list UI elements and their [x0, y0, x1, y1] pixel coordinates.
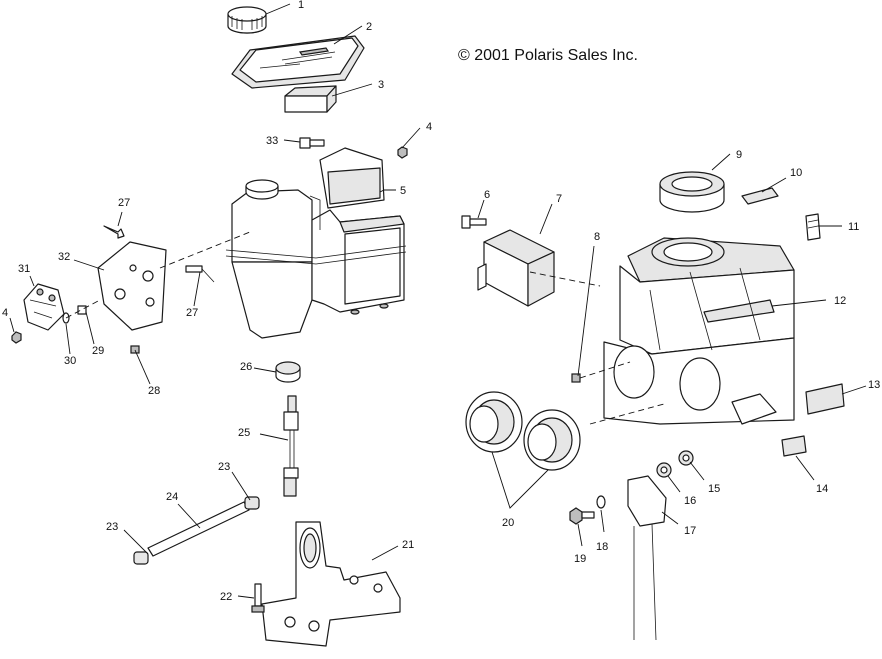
callout-5: 5: [400, 185, 406, 197]
callout-10: 10: [790, 167, 802, 179]
callout-11: 11: [848, 221, 859, 233]
callout-16: 16: [684, 495, 696, 507]
part-7-control-module: [477, 229, 555, 307]
callout-9: 9: [736, 149, 742, 161]
callout-27-upper: 27: [118, 197, 130, 209]
leader-lines: [9, 3, 867, 599]
callout-8: 8: [594, 231, 600, 243]
callout-27-lower: 27: [186, 307, 198, 319]
part-33-bolt: [299, 137, 325, 149]
part-2-cover: [231, 35, 365, 89]
callout-19: 19: [574, 553, 586, 565]
part-27-pin-upper: [103, 225, 125, 239]
callout-23-lower: 23: [106, 521, 118, 533]
callout-13: 13: [868, 379, 880, 391]
part-6-bolt: [461, 215, 487, 229]
part-14-label: [781, 435, 807, 457]
callout-26: 26: [240, 361, 252, 373]
part-19-bolt: [569, 507, 595, 525]
part-22-screw: [251, 583, 265, 613]
callout-14: 14: [816, 483, 828, 495]
callout-4-top: 4: [426, 121, 432, 133]
callout-6: 6: [484, 189, 490, 201]
callout-25: 25: [238, 427, 250, 439]
part-9-intake-boot: [659, 171, 725, 213]
callout-24: 24: [166, 491, 178, 503]
part-4-nut-left: [11, 331, 22, 344]
part-16-washer: [656, 462, 672, 478]
part-3-foam-block: [284, 85, 337, 113]
callout-12: 12: [834, 295, 846, 307]
part-26-grommet: [275, 361, 301, 383]
callout-17: 17: [684, 525, 696, 537]
part-15-nut: [678, 450, 694, 466]
part-13-label: [805, 383, 845, 415]
part-20-boot-left: [465, 391, 523, 453]
part-18-washer: [596, 495, 606, 509]
callout-29: 29: [92, 345, 104, 357]
copyright-notice: © 2001 Polaris Sales Inc.: [458, 47, 638, 64]
callout-1: 1: [298, 0, 304, 11]
callout-20: 20: [502, 517, 514, 529]
callout-4-left: 4: [2, 307, 8, 319]
callout-7: 7: [556, 193, 562, 205]
callout-18: 18: [596, 541, 608, 553]
callout-32: 32: [58, 251, 70, 263]
part-25-sensor: [283, 395, 299, 497]
part-21-mount-bracket: [261, 521, 401, 647]
callout-2: 2: [366, 21, 372, 33]
part-32-bracket: [97, 241, 167, 331]
callout-30: 30: [64, 355, 76, 367]
callout-15: 15: [708, 483, 720, 495]
assembly-lines: [65, 231, 665, 425]
part-27-pin-lower: [185, 265, 215, 283]
callout-22: 22: [220, 591, 232, 603]
callout-3: 3: [378, 79, 384, 91]
callout-numbers: 1 2 3 4 4 5 6 7 8 9 10 11 12 13 14 15 16…: [2, 0, 880, 603]
part-28-nut: [130, 345, 140, 354]
part-17-connector: [627, 475, 667, 641]
callout-28: 28: [148, 385, 160, 397]
part-4-nut-top: [397, 146, 408, 159]
callout-31: 31: [18, 263, 30, 275]
part-12-airbox: [603, 237, 795, 425]
part-23-cap-upper: [244, 496, 260, 510]
part-29-clip: [77, 305, 87, 315]
part-8-bolt: [571, 373, 581, 383]
callout-23-upper: 23: [218, 461, 230, 473]
part-5-tank: [225, 147, 407, 339]
part-10-label: [741, 187, 779, 205]
part-23-cap-lower: [133, 551, 149, 565]
part-24-tube: [147, 501, 250, 557]
callout-33: 33: [266, 135, 278, 147]
part-31-pump: [23, 283, 65, 331]
part-20-boot-right: [523, 409, 581, 471]
part-11-clip: [805, 213, 821, 241]
part-1-filler-cap: [227, 6, 267, 34]
callout-21: 21: [402, 539, 414, 551]
